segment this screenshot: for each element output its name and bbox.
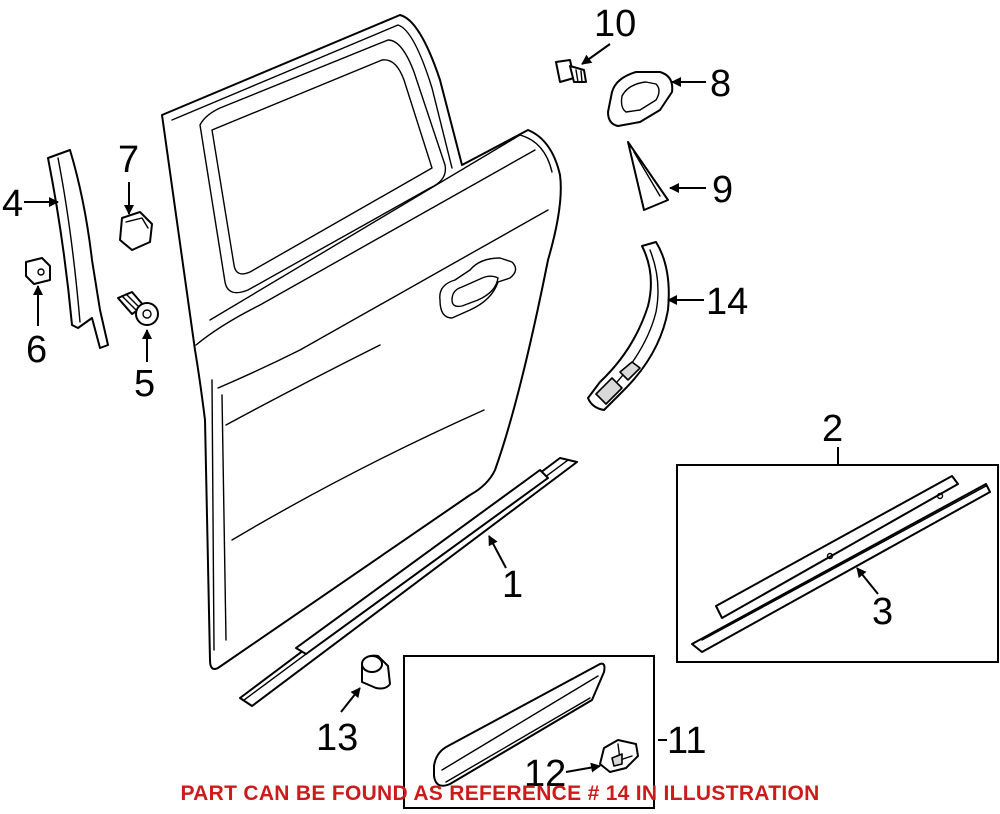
callout-1: 1 [502,564,523,606]
part-9-triangle-trim [627,141,669,211]
callout-8: 8 [710,63,731,105]
part-13-grommet [361,654,391,690]
callout-9: 9 [712,169,733,211]
callout-6: 6 [26,329,47,371]
part-6-clip [25,257,51,285]
detail-box-11 [403,655,655,809]
callout-4: 4 [2,183,23,225]
callout-3: 3 [872,591,893,633]
part-12-clip [599,739,639,773]
callout-13: 13 [316,717,358,759]
callout-5: 5 [134,363,155,405]
part-7-bracket [119,211,153,251]
part-3-channel-strip [691,475,991,653]
callout-12: 12 [524,753,566,795]
callout-11: 11 [667,720,706,762]
part-14-curved-trim [587,241,670,411]
part-8-handle-trim [607,71,674,127]
callout-7: 7 [118,139,139,181]
callout-14: 14 [706,281,748,323]
part-5-bolt [117,291,159,326]
callout-2: 2 [822,408,843,450]
part-11-door-molding [433,662,606,787]
callout-labels: 1 2 3 4 5 6 7 8 9 10 11 12 13 14 [2,3,893,795]
callout-10: 10 [594,3,636,45]
part-4-pillar-trim [47,149,109,349]
part-1-door-sill-strip [239,457,578,707]
rear-door-shell [161,14,562,670]
callout-leaders [24,43,879,773]
door-handle-recess [439,257,517,319]
reference-note: PART CAN BE FOUND AS REFERENCE # 14 IN I… [180,782,820,805]
part-10-bolt [555,59,587,83]
